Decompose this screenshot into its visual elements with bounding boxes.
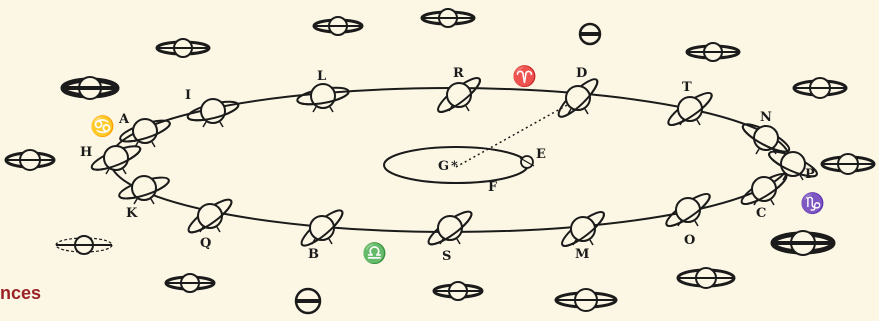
orbit-point-label: S xyxy=(442,249,451,264)
saturn-view xyxy=(294,287,322,315)
saturn-view xyxy=(4,149,56,171)
saturn-view xyxy=(578,22,602,46)
capricorn-symbol: ♑ xyxy=(800,191,825,215)
saturn-view xyxy=(554,288,618,312)
orbit-point-label: D xyxy=(576,66,587,81)
saturn-orbit-position: T xyxy=(667,80,713,126)
saturn-view xyxy=(60,76,120,100)
saturn-view xyxy=(312,16,364,36)
saturn-orbit-position: I xyxy=(185,88,240,128)
orbit-point-label: K xyxy=(126,206,138,221)
orbit-point-label: Q xyxy=(200,236,211,251)
orbit-point-label: L xyxy=(317,69,326,84)
orbit-point-label: R xyxy=(453,66,464,81)
orbit-point-label: M xyxy=(575,247,589,262)
star-mark: * xyxy=(451,159,458,174)
orbit-point-label: B xyxy=(308,247,319,262)
saturn-orbit-position: O xyxy=(665,193,711,248)
saturn-view xyxy=(155,38,211,58)
saturn-orbit-position: R xyxy=(437,66,481,113)
saturn-view xyxy=(676,267,736,289)
orbit-point-label: N xyxy=(760,110,772,125)
orbit-saturn-positions: A H K I L R D T N P C O M S B Q xyxy=(80,66,818,264)
saturn-view xyxy=(164,273,216,293)
saturn-view xyxy=(420,8,476,28)
caption-text: nces xyxy=(0,283,42,303)
saturn-orbit-position: B xyxy=(300,209,344,262)
saturn-orbit-position: H xyxy=(80,145,142,175)
saturn-orbit-position: C xyxy=(740,172,788,221)
saturn-view xyxy=(55,235,113,255)
saturn-orbit-position: L xyxy=(296,69,350,113)
saturn-view xyxy=(820,153,876,175)
aries-symbol: ♈ xyxy=(512,64,537,88)
saturn-view xyxy=(792,77,848,99)
saturn-orbit-position: A xyxy=(118,112,171,148)
orbit-point-label: A xyxy=(118,112,130,127)
saturn-view xyxy=(432,281,484,301)
orbit-point-label: O xyxy=(684,233,695,248)
libra-symbol: ♎ xyxy=(362,241,387,265)
cancer-symbol: ♋ xyxy=(90,114,115,138)
saturn-orbit-position: N xyxy=(741,110,791,155)
saturn-view xyxy=(685,42,741,62)
orbit-point-label: I xyxy=(185,88,191,103)
label-e: E xyxy=(536,147,546,162)
orbit-point-label: H xyxy=(80,145,92,160)
orbit-point-label: P xyxy=(805,167,815,182)
outer-views-of-saturn xyxy=(4,8,876,315)
earth-glyph xyxy=(519,155,535,169)
orbit-point-label: T xyxy=(682,80,692,95)
label-g: G xyxy=(438,159,449,174)
orbit-point-label: C xyxy=(756,206,766,221)
label-f: F xyxy=(488,180,498,195)
saturn-view xyxy=(770,230,836,256)
saturn-orbit-position: M xyxy=(561,211,605,262)
saturn-orbit-position: Q xyxy=(187,198,233,251)
saturn-orbit-position: D xyxy=(557,66,599,118)
sight-line xyxy=(455,98,579,168)
saturn-orbit-position: K xyxy=(118,175,170,221)
saturn-orbit-position: S xyxy=(427,210,473,264)
